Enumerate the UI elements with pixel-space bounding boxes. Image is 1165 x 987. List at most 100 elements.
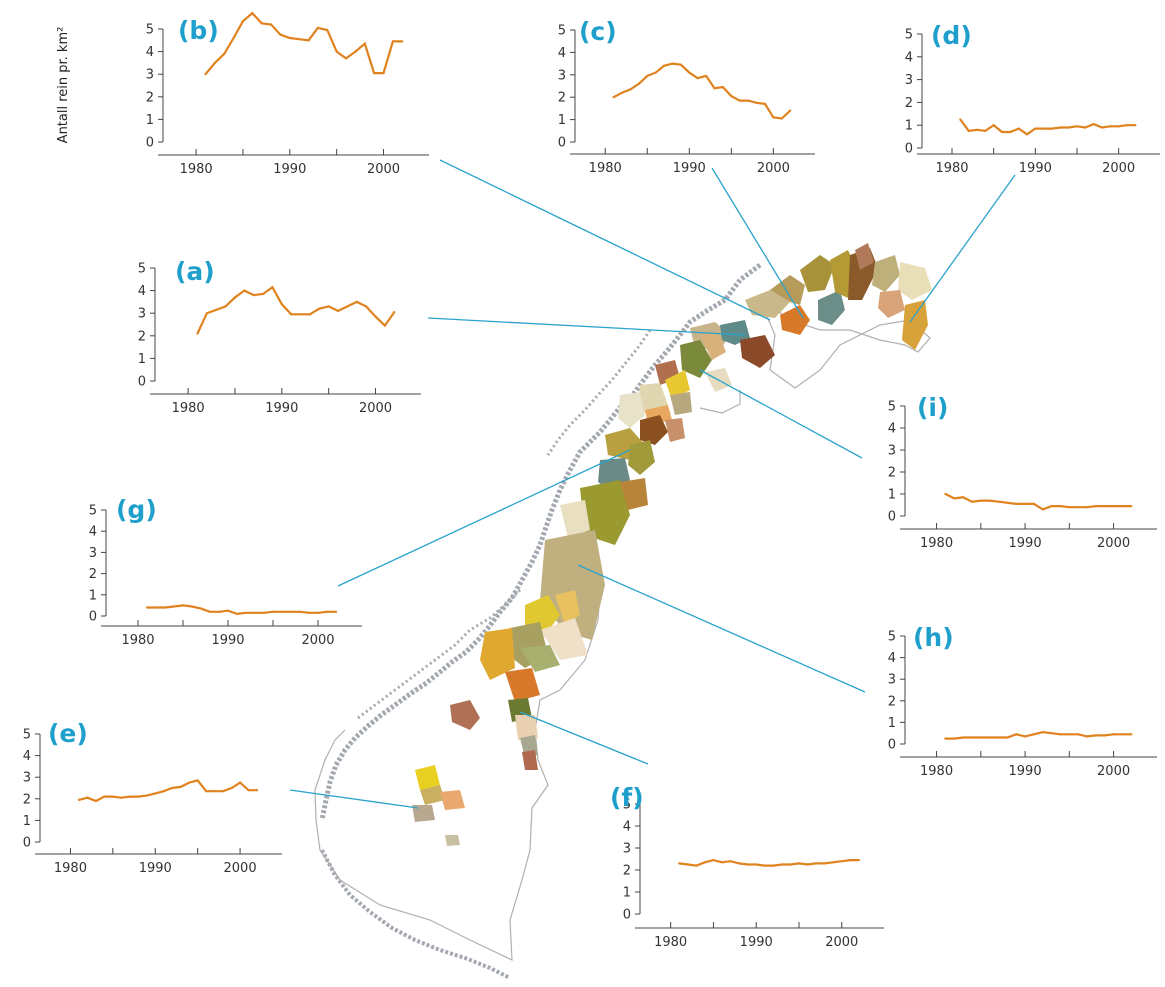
district-region bbox=[670, 392, 692, 415]
y-tick-label: 0 bbox=[89, 610, 97, 625]
data-point bbox=[953, 737, 956, 740]
data-point bbox=[1109, 125, 1112, 128]
data-point bbox=[255, 789, 259, 792]
data-point bbox=[832, 861, 835, 864]
data-point bbox=[334, 610, 338, 613]
data-point bbox=[1068, 506, 1071, 509]
district-region bbox=[520, 645, 560, 672]
data-point bbox=[298, 610, 302, 613]
data-point bbox=[363, 42, 366, 45]
district-region bbox=[440, 790, 465, 810]
district-region bbox=[445, 835, 460, 846]
data-point bbox=[975, 128, 979, 131]
y-tick-label: 3 bbox=[89, 546, 97, 561]
data-point bbox=[111, 795, 114, 798]
y-tick-label: 0 bbox=[888, 510, 896, 525]
data-point bbox=[646, 74, 649, 78]
data-point bbox=[199, 607, 203, 610]
data-point bbox=[671, 62, 674, 65]
data-point bbox=[154, 792, 157, 795]
series-line bbox=[613, 62, 791, 120]
panel-label: (d) bbox=[931, 21, 972, 50]
y-tick-label: 5 bbox=[888, 630, 896, 645]
data-points bbox=[196, 286, 396, 335]
y-tick-label: 5 bbox=[623, 798, 631, 813]
data-point bbox=[688, 71, 691, 74]
series-line bbox=[196, 285, 396, 334]
data-point bbox=[679, 63, 682, 66]
data-points bbox=[959, 118, 1137, 136]
data-point bbox=[128, 795, 131, 798]
data-point bbox=[1050, 505, 1053, 508]
leader-line-h bbox=[577, 564, 866, 693]
data-point bbox=[383, 324, 386, 327]
data-point bbox=[253, 611, 257, 614]
district-region bbox=[515, 715, 538, 740]
data-point bbox=[188, 781, 191, 784]
data-point bbox=[307, 39, 310, 42]
y-tick-label: 4 bbox=[146, 45, 154, 60]
data-points bbox=[204, 12, 404, 76]
district-region bbox=[780, 305, 810, 335]
data-point bbox=[230, 786, 233, 790]
x-tick-label: 1990 bbox=[273, 162, 306, 177]
data-point bbox=[1032, 733, 1036, 736]
district-region bbox=[420, 785, 445, 805]
data-points bbox=[77, 779, 259, 803]
data-point bbox=[620, 91, 624, 94]
x-tick-label: 1990 bbox=[265, 401, 298, 416]
data-point bbox=[772, 116, 775, 119]
data-point bbox=[94, 799, 97, 803]
x-tick-label: 2000 bbox=[301, 633, 334, 648]
data-point bbox=[325, 610, 329, 613]
data-point bbox=[1103, 734, 1106, 737]
data-point bbox=[988, 499, 991, 502]
leader-lines bbox=[289, 159, 1016, 809]
data-point bbox=[1075, 125, 1079, 128]
data-point bbox=[262, 611, 266, 614]
data-point bbox=[288, 36, 291, 40]
district-region bbox=[620, 478, 648, 510]
data-point bbox=[316, 26, 320, 29]
y-tick-label: 3 bbox=[138, 307, 146, 322]
data-point bbox=[755, 101, 758, 104]
data-point bbox=[1068, 733, 1071, 736]
data-point bbox=[1092, 122, 1095, 126]
y-tick-label: 5 bbox=[23, 728, 31, 743]
y-tick-label: 4 bbox=[888, 422, 896, 437]
x-tick-label: 2000 bbox=[1097, 536, 1130, 551]
x-tick-label: 1990 bbox=[740, 935, 773, 950]
data-point bbox=[1067, 126, 1070, 129]
data-point bbox=[335, 50, 338, 53]
district-region bbox=[560, 500, 590, 538]
y-tick-label: 4 bbox=[558, 46, 566, 61]
y-tick-label: 4 bbox=[138, 284, 146, 299]
data-point bbox=[755, 863, 758, 866]
data-point bbox=[269, 23, 273, 26]
data-point bbox=[984, 129, 987, 132]
x-tick-label: 2000 bbox=[757, 161, 790, 176]
data-point bbox=[391, 40, 394, 43]
data-point bbox=[967, 129, 970, 132]
data-point bbox=[217, 610, 221, 613]
data-point bbox=[1006, 501, 1009, 504]
norway-outline bbox=[314, 298, 931, 961]
data-points bbox=[944, 731, 1133, 740]
district-region bbox=[700, 332, 726, 360]
y-tick-label: 5 bbox=[138, 262, 146, 277]
data-point bbox=[172, 605, 176, 608]
data-point bbox=[953, 497, 956, 500]
y-tick-label: 3 bbox=[888, 673, 896, 688]
data-point bbox=[1085, 735, 1089, 738]
series-line bbox=[679, 858, 859, 867]
data-points bbox=[944, 492, 1133, 511]
data-point bbox=[260, 22, 263, 25]
